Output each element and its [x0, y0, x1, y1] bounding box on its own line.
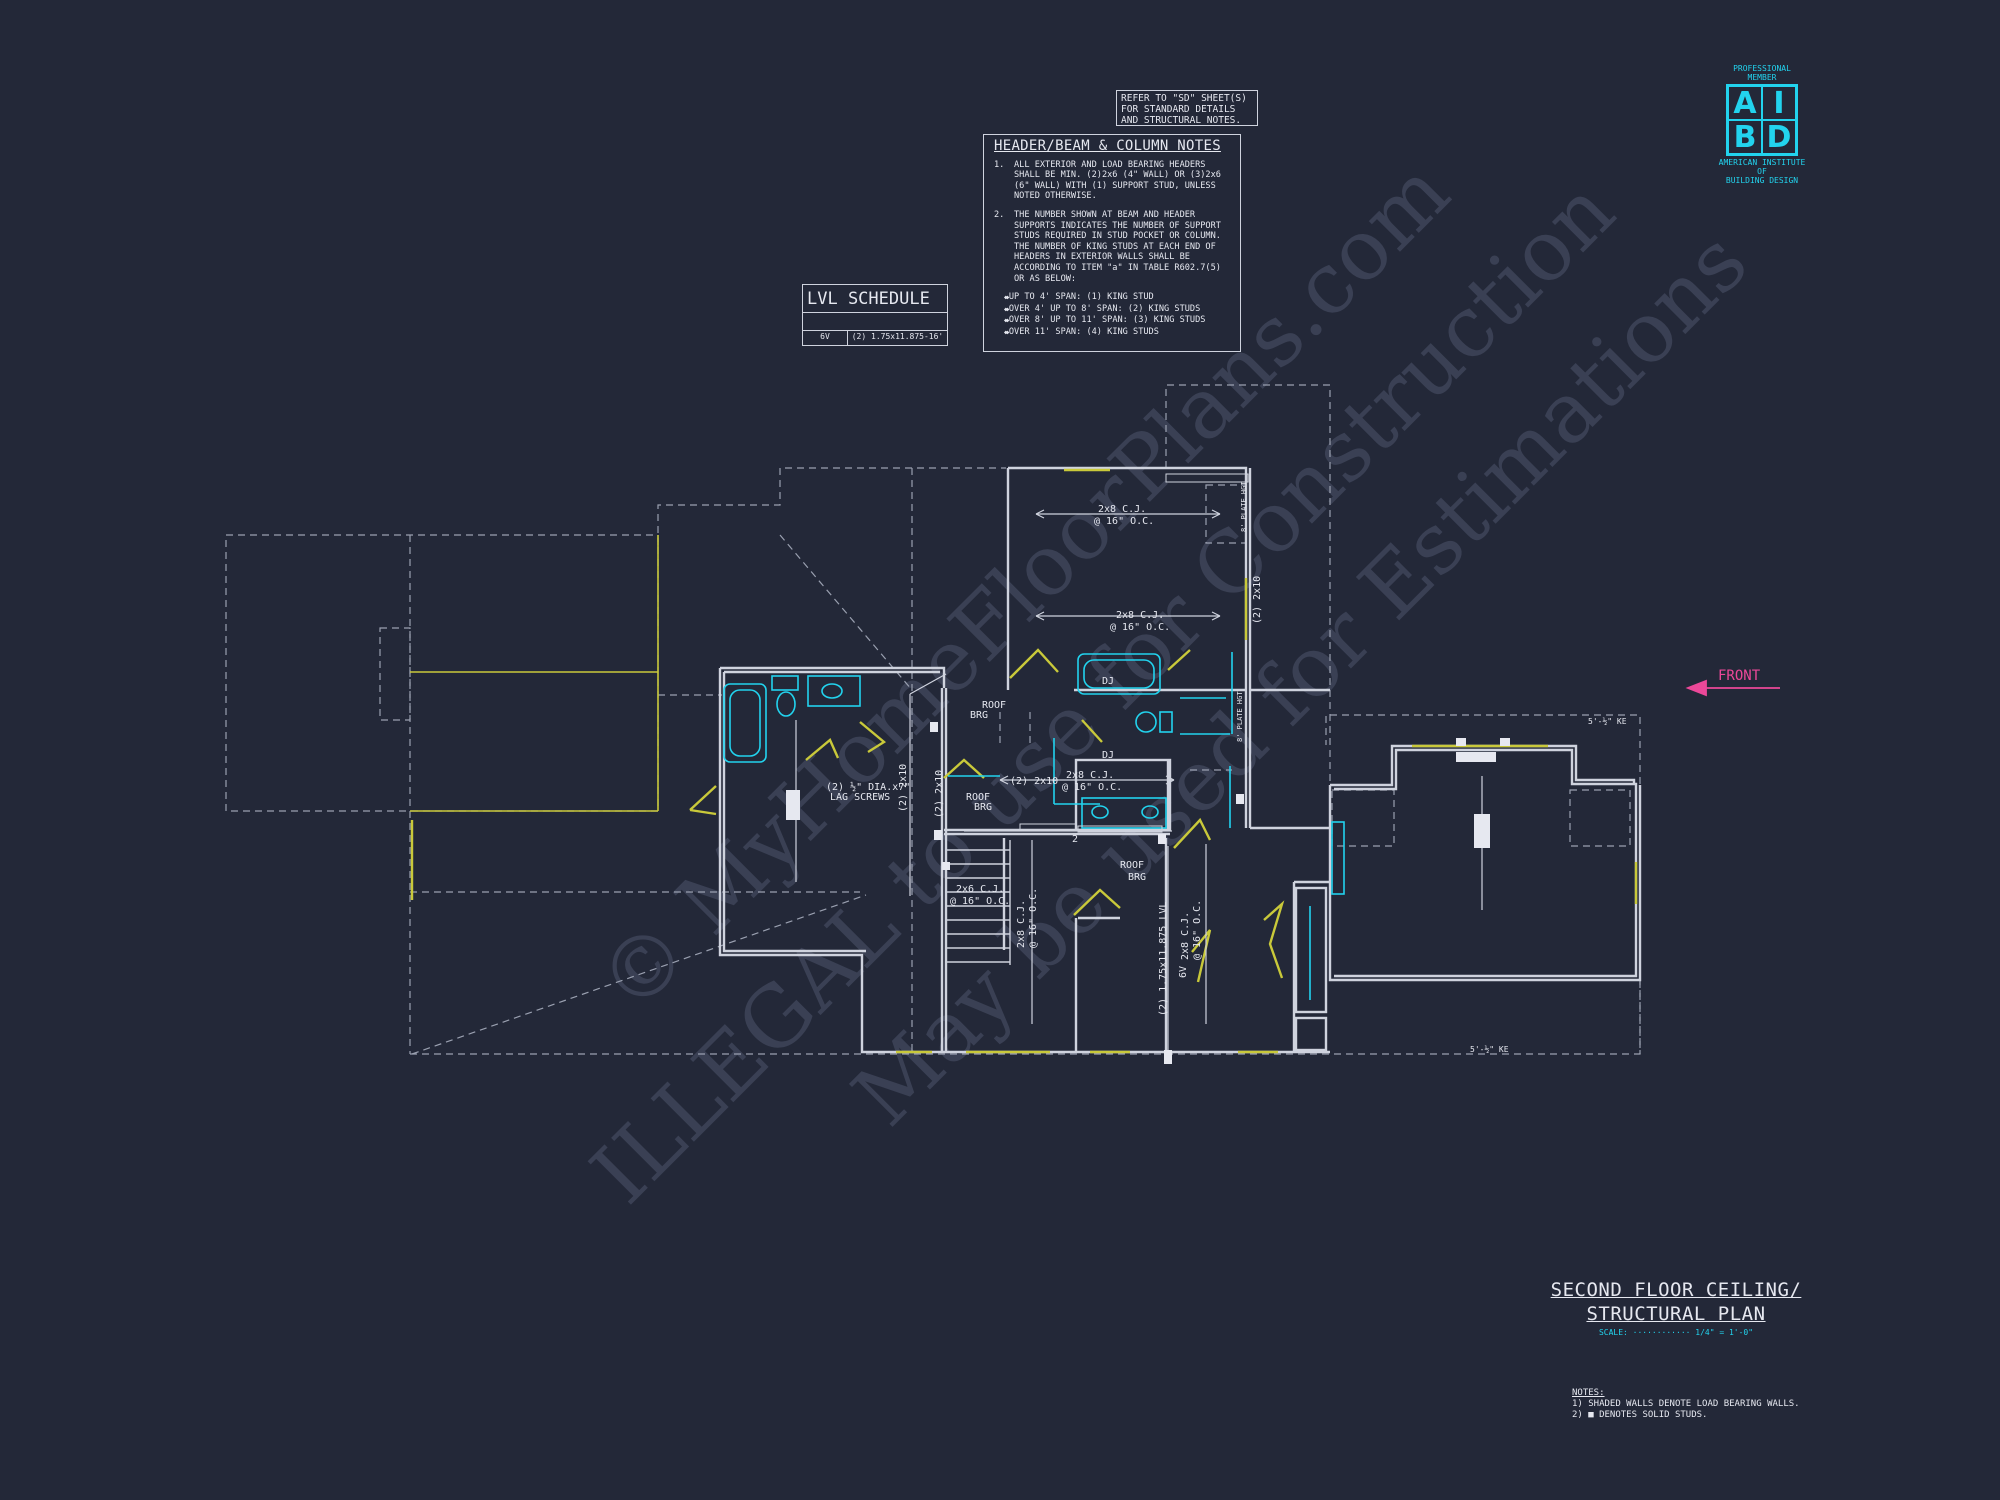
front-label: FRONT [1718, 668, 1761, 684]
lvl-spec: (2) 1.75x11.875-16' [851, 332, 944, 341]
label-cj-3b: @ 16" O.C. [1062, 782, 1122, 793]
king-stud-item: OVER 8' UP TO 11' SPAN: (3) KING STUDS [1004, 315, 1230, 327]
label-roof-brg-1b: BRG [970, 710, 988, 721]
label-hdr-3: (2) 2x10 [934, 770, 945, 818]
label-roof-brg-2b: BRG [974, 802, 992, 813]
logo-letter: I [1762, 86, 1796, 121]
roof-lines [410, 535, 659, 900]
label-cj-3: 2x8 C.J. [1066, 770, 1114, 781]
drawing-scale: SCALE: ············ 1/4" = 1'-0" [1598, 1328, 1754, 1337]
logo-letters: A I B D [1726, 84, 1798, 156]
lvl-schedule-title: LVL SCHEDULE [803, 285, 947, 313]
stairs [946, 840, 1011, 965]
label-cj-right-v: 2x8 C.J. [1180, 912, 1191, 960]
label-plate-1: 8' PLATE HGT [1240, 481, 1248, 532]
hatched-beams [1019, 473, 1249, 833]
king-stud-list: UP TO 4' SPAN: (1) KING STUD OVER 4' UP … [994, 292, 1230, 338]
label-cj-right-vb: @ 16" O.C. [1192, 900, 1203, 960]
general-notes: NOTES: 1) SHADED WALLS DENOTE LOAD BEARI… [1572, 1388, 1800, 1421]
label-lvl-v: (2) 1.75x11.875 LVL [1158, 902, 1169, 1016]
refer-line-1: REFER TO "SD" SHEET(S) [1121, 93, 1247, 104]
label-ke-1: 5'-½" KE [1588, 716, 1627, 726]
logo-letter: A [1728, 86, 1762, 121]
label-ke-2: 5'-½" KE [1470, 1044, 1509, 1054]
label-cj-2b: @ 16" O.C. [1110, 622, 1170, 633]
lvl-mark: 6V [803, 331, 848, 345]
label-lag-b: LAG SCREWS [830, 792, 890, 803]
label-plate-2: 8' PLATE HGT [1236, 691, 1244, 742]
front-arrow [1685, 679, 1780, 697]
note-item: 1) SHADED WALLS DENOTE LOAD BEARING WALL… [1572, 1399, 1800, 1409]
label-lvl-tag: 6V [1178, 966, 1189, 978]
logo-letter: D [1762, 120, 1796, 155]
logo-bottom-text: AMERICAN INSTITUTE OF BUILDING DESIGN [1706, 158, 1818, 185]
label-cj-stairb: @ 16" O.C. [950, 896, 1010, 907]
label-roof-brg-1a: ROOF [982, 700, 1006, 711]
label-cj-left-v: 2x8 C.J. [1016, 900, 1027, 948]
note-item: 2) ■ DENOTES SOLID STUDS. [1572, 1410, 1708, 1420]
logo-top-text: PROFESSIONAL MEMBER [1706, 64, 1818, 82]
header-beam-notes-title: HEADER/BEAM & COLUMN NOTES [994, 138, 1221, 154]
label-lag-a: (2) ½" DIA.x7" [826, 781, 910, 793]
logo-bottom-line: BUILDING DESIGN [1725, 176, 1799, 185]
label-dj-1: DJ [1102, 676, 1114, 687]
label-roof-brg-3b: BRG [1128, 872, 1146, 883]
logo-bottom-line: AMERICAN INSTITUTE [1718, 158, 1806, 167]
note-text: THE NUMBER SHOWN AT BEAM AND HEADER SUPP… [1014, 209, 1221, 284]
note-text: ALL EXTERIOR AND LOAD BEARING HEADERS SH… [1014, 159, 1221, 202]
front-indicator: FRONT [1690, 668, 1782, 692]
label-cj-1b: @ 16" O.C. [1094, 516, 1154, 527]
king-stud-item: UP TO 4' SPAN: (1) KING STUD [1004, 292, 1230, 304]
label-hdr-2: (2) 2x10 [898, 764, 909, 812]
aibd-logo: PROFESSIONAL MEMBER A I B D AMERICAN INS… [1706, 64, 1818, 192]
note-number: 2. [994, 209, 1005, 220]
drawing-title-line-2: STRUCTURAL PLAN [1586, 1303, 1766, 1325]
logo-letter: B [1728, 120, 1762, 155]
note-number: 1. [994, 159, 1005, 170]
plan-labels: 2x8 C.J. @ 16" O.C. 2x8 C.J. @ 16" O.C. … [826, 481, 1627, 1054]
bath-fixtures [723, 652, 1345, 1000]
logo-bottom-line: OF [1757, 167, 1767, 176]
label-cj-left-vb: @ 16" O.C. [1028, 888, 1039, 948]
notes-title: NOTES: [1572, 1388, 1605, 1398]
refer-line-2: FOR STANDARD DETAILS [1121, 104, 1236, 115]
lvl-schedule-row: 6V (2) 1.75x11.875-16' [803, 330, 947, 345]
refer-note: REFER TO "SD" SHEET(S) FOR STANDARD DETA… [1116, 90, 1258, 126]
label-hdr-1: (2) 2x10 [1010, 776, 1058, 787]
king-stud-item: OVER 4' UP TO 8' SPAN: (2) KING STUDS [1004, 304, 1230, 316]
logo-top-line: MEMBER [1747, 73, 1777, 82]
header-beam-notes: HEADER/BEAM & COLUMN NOTES 1. ALL EXTERI… [983, 134, 1241, 352]
label-cj-2: 2x8 C.J. [1116, 610, 1164, 621]
label-roof-brg-3a: ROOF [1120, 860, 1144, 871]
label-dj-2: DJ [1102, 750, 1114, 761]
king-stud-item: OVER 11' SPAN: (4) KING STUDS [1004, 327, 1230, 339]
label-hdr-4: (2) 2x10 [1252, 576, 1263, 624]
refer-line-3: AND STRUCTURAL NOTES. [1121, 115, 1242, 126]
header-beam-note-2: 2. THE NUMBER SHOWN AT BEAM AND HEADER S… [994, 210, 1230, 284]
label-roof-brg-2a: ROOF [966, 792, 990, 803]
lvl-schedule: LVL SCHEDULE 6V (2) 1.75x11.875-16' [802, 284, 948, 346]
solid-studs [786, 722, 1510, 1064]
header-beam-note-1: 1. ALL EXTERIOR AND LOAD BEARING HEADERS… [994, 160, 1230, 202]
beam-lines [795, 509, 1483, 1062]
title-block: SECOND FLOOR CEILING/ STRUCTURAL PLAN SC… [1526, 1278, 1826, 1337]
label-cj-1: 2x8 C.J. [1098, 504, 1146, 515]
label-cj-stair: 2x6 C.J. [956, 884, 1004, 895]
drawing-title-line-1: SECOND FLOOR CEILING/ [1550, 1279, 1802, 1301]
label-num-2: 2 [1072, 834, 1078, 845]
openings [410, 468, 1638, 1054]
logo-top-line: PROFESSIONAL [1733, 64, 1791, 73]
